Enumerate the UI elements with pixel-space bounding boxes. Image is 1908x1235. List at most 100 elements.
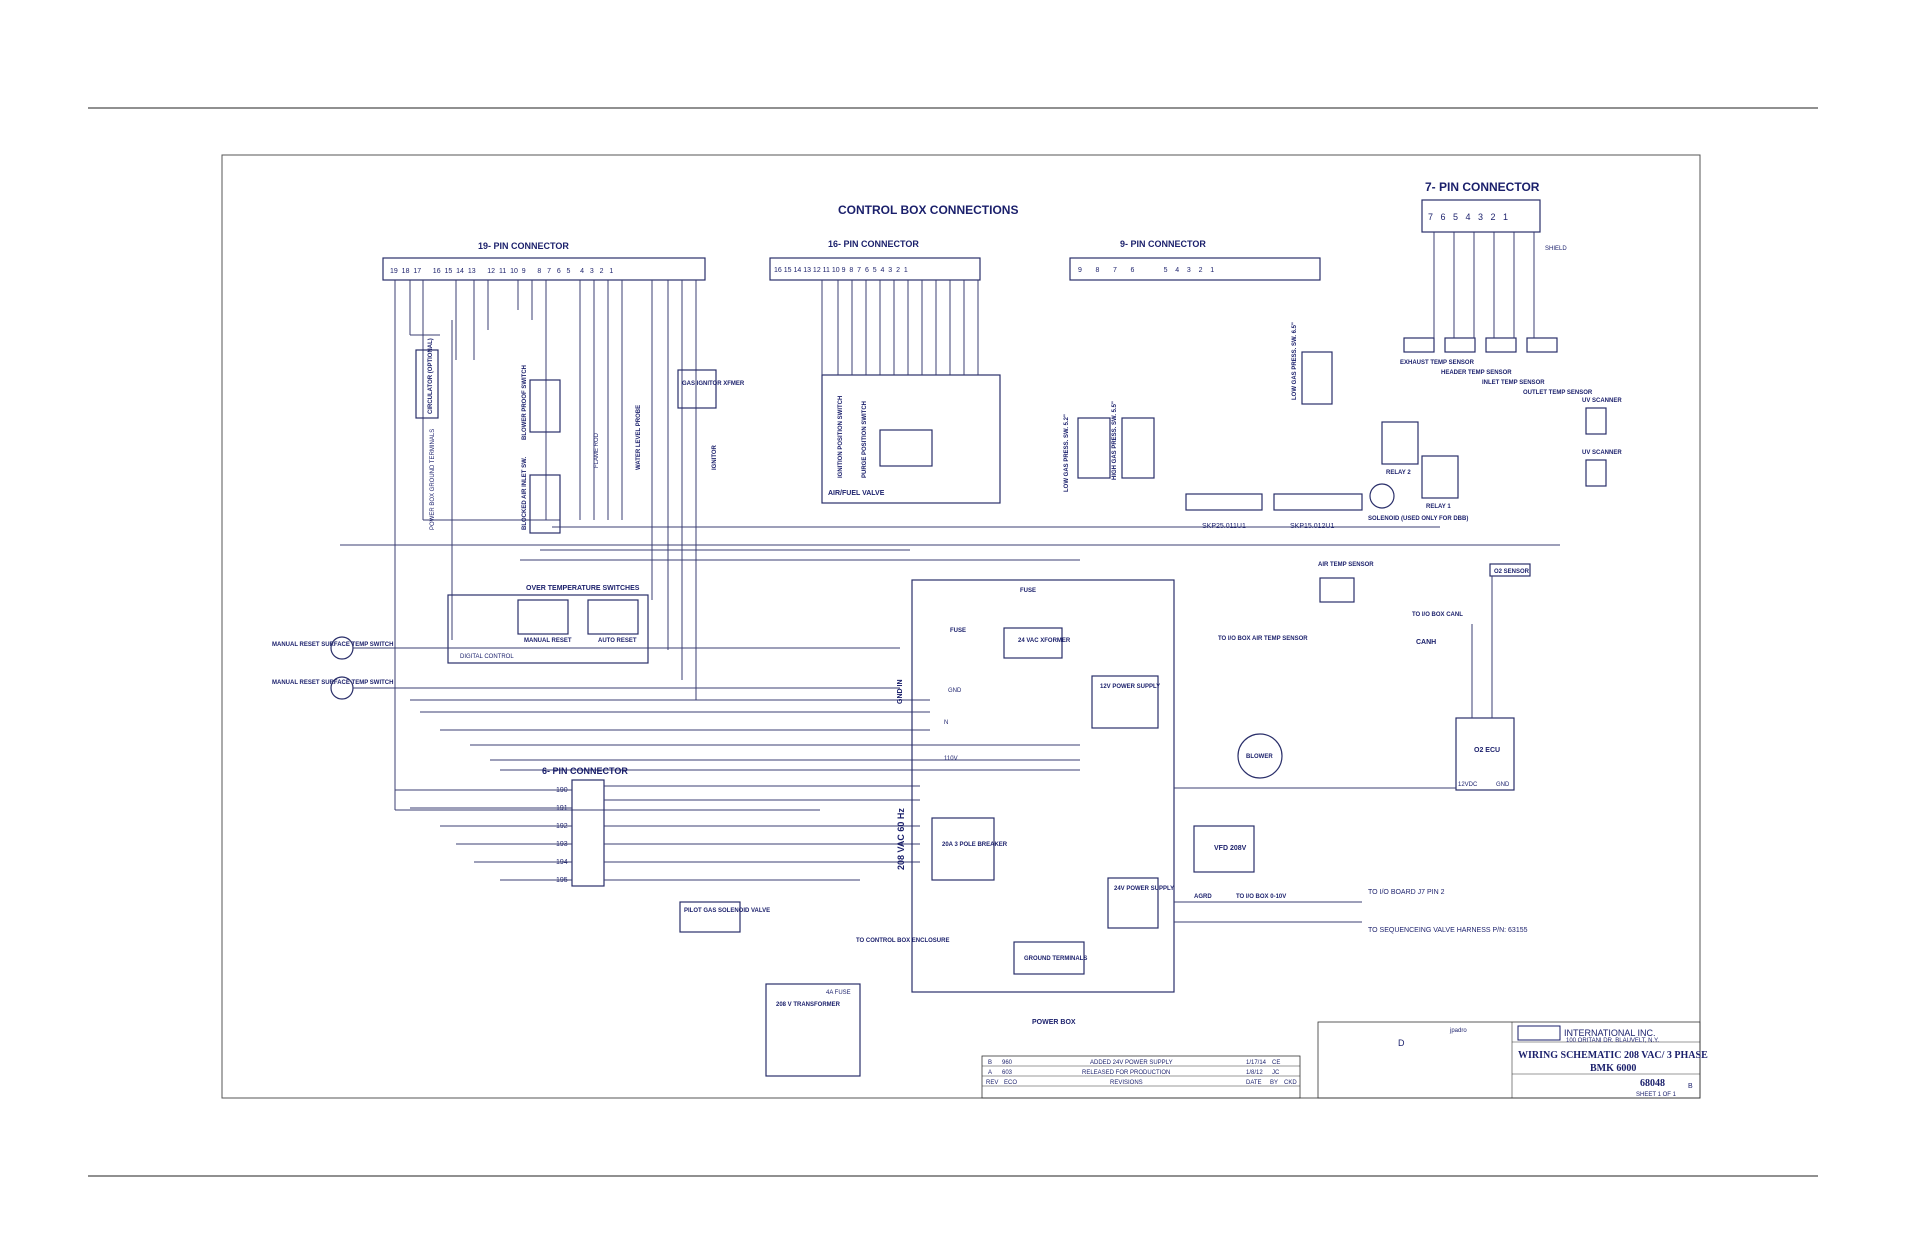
- high-gas-label: HIGH GAS PRESS. SW. 5.5": [1112, 401, 1118, 480]
- ps12-label: 12V POWER SUPPLY: [1100, 684, 1160, 690]
- model: BMK 6000: [1590, 1063, 1636, 1074]
- fuse-4a-label: 4A FUSE: [826, 990, 851, 996]
- blower-proof-label: BLOWER PROOF SWITCH: [522, 365, 528, 440]
- breaker-label: 20A 3 POLE BREAKER: [942, 842, 1008, 848]
- sensor-outlet: OUTLET TEMP SENSOR: [1523, 390, 1593, 396]
- power-supply-24v: [1107, 877, 1159, 929]
- uv-scanner2-label: UV SCANNER: [1582, 450, 1622, 456]
- drawing-frame: [221, 154, 1701, 1099]
- rev-b-desc: ADDED 24V POWER SUPPLY: [1090, 1060, 1173, 1066]
- company-name: INTERNATIONAL INC.: [1564, 1028, 1656, 1038]
- auto-reset-switch: [587, 599, 639, 635]
- flame-rod-label: FLAME ROD: [594, 432, 600, 468]
- rev-a-date: 1/8/12: [1246, 1070, 1263, 1076]
- dwg-no: 68048: [1640, 1078, 1665, 1089]
- sensor-inlet: INLET TEMP SENSOR: [1482, 380, 1545, 386]
- pilot-gas-label: PILOT GAS SOLENOID VALVE: [684, 908, 770, 914]
- power-box: [911, 579, 1175, 993]
- canh-label: CANH: [1416, 639, 1436, 646]
- skp25-label: SKP25.011U1: [1202, 523, 1246, 530]
- xformer-24-label: 24 VAC XFORMER: [1018, 638, 1071, 644]
- n-label: N: [944, 720, 948, 726]
- sheet: SHEET 1 OF 1: [1636, 1092, 1677, 1098]
- relay-1: [1421, 455, 1459, 499]
- manual-reset-label: MANUAL RESET: [524, 638, 572, 644]
- breaker-20a: [931, 817, 995, 881]
- temp-sensors: [1403, 232, 1558, 353]
- gas-ignitor-box: [677, 369, 717, 409]
- skp25-block: [1185, 493, 1263, 511]
- connector-9: [1069, 257, 1321, 281]
- shield-label: SHIELD: [1545, 246, 1567, 252]
- xformer-24vac: [1003, 627, 1063, 659]
- low-gas-switch: [1077, 417, 1111, 479]
- o2-gnd: GND: [1496, 782, 1510, 788]
- skp15-block: [1273, 493, 1363, 511]
- rev-hdr-date: DATE: [1246, 1080, 1262, 1086]
- rev-hdr-by: BY: [1270, 1080, 1278, 1086]
- vfd-208v: [1193, 825, 1255, 873]
- air-temp-sensor: [1319, 577, 1355, 603]
- to-io-canl-label: TO I/O BOX CANL: [1412, 612, 1463, 618]
- rev-b-rev: B: [988, 1060, 992, 1066]
- relay2-label: RELAY 2: [1386, 470, 1411, 476]
- air-fuel-valve-box: [821, 374, 1001, 504]
- connector-7-pins: 7 6 5 4 3 2 1: [1428, 212, 1508, 222]
- auto-reset-label: AUTO RESET: [598, 638, 637, 644]
- gnd-label: GND: [948, 688, 962, 694]
- ground-terminals-label: GROUND TERMINALS: [1024, 956, 1087, 962]
- ignitor-label: IGNITOR: [712, 444, 718, 470]
- connector-6-title: 6- PIN CONNECTOR: [542, 766, 628, 776]
- to-io-board-label: TO I/O BOARD J7 PIN 2: [1368, 889, 1445, 896]
- relay-2: [1381, 421, 1419, 465]
- vfd-label: VFD 208V: [1214, 845, 1247, 852]
- company-address: 100 ORITANI DR. BLAUVELT, N.Y.: [1566, 1038, 1659, 1044]
- o2-sensor-label: O2 SENSOR: [1494, 569, 1530, 575]
- ground-terminals: [1013, 941, 1085, 975]
- low-gas-label: LOW GAS PRESS. SW. 5.2": [1064, 414, 1070, 492]
- connector-16-pins: 16 15 14 13 12 11 10 9 8 7 6 5 4 3 2 1: [774, 267, 908, 274]
- drawing-title: WIRING SCHEMATIC 208 VAC/ 3 PHASE: [1518, 1050, 1708, 1061]
- o2-ecu: [1455, 717, 1515, 791]
- connector-9-title: 9- PIN CONNECTOR: [1120, 239, 1206, 249]
- wires-6pin: [395, 785, 920, 881]
- rev-hdr-eco: ECO: [1004, 1080, 1017, 1086]
- uv-scanner-2: [1585, 459, 1607, 487]
- connector-19: [382, 257, 706, 281]
- fuse-label-1: FUSE: [1020, 588, 1036, 594]
- rev-a-rev: A: [988, 1070, 992, 1076]
- rev-a-desc: RELEASED FOR PRODUCTION: [1082, 1070, 1170, 1076]
- gnd-in-label: GND IN: [897, 680, 904, 705]
- bus-wires: [340, 526, 1560, 811]
- rev-hdr-desc: REVISIONS: [1110, 1080, 1143, 1086]
- fuse-label-2: FUSE: [950, 628, 966, 634]
- main-title: CONTROL BOX CONNECTIONS: [838, 203, 1018, 217]
- rev-a-eco: 603: [1002, 1070, 1013, 1076]
- uv-scanner-1: [1585, 407, 1607, 435]
- solenoid-label: SOLENOID (USED ONLY FOR DBB): [1368, 516, 1468, 522]
- rev-b-eco: 960: [1002, 1060, 1013, 1066]
- wires-16: [821, 280, 979, 375]
- over-temp-label: OVER TEMPERATURE SWITCHES: [526, 585, 640, 592]
- title-block: [1317, 1021, 1701, 1099]
- o2-ecu-label: O2 ECU: [1474, 747, 1500, 754]
- sensor-header: HEADER TEMP SENSOR: [1441, 370, 1512, 376]
- connector-7: [1421, 199, 1541, 233]
- uv-scanner1-label: UV SCANNER: [1582, 398, 1622, 404]
- air-fuel-label: AIR/FUEL VALVE: [828, 490, 885, 497]
- connector-19-pins: 19 18 17 16 15 14 13 12 11 10 9 8 7 6 5 …: [390, 268, 613, 275]
- power-supply-12v: [1091, 675, 1159, 729]
- blower-motor: [1237, 733, 1283, 779]
- air-fuel-motor: [879, 429, 933, 467]
- to-seq-label: TO SEQUENCEING VALVE HARNESS P/N: 63155: [1368, 927, 1528, 934]
- low-gas2-switch: [1301, 351, 1333, 405]
- rev-a-by: JC: [1272, 1070, 1280, 1076]
- connector-16-title: 16- PIN CONNECTOR: [828, 239, 919, 249]
- pilot-gas-valve: [679, 901, 741, 933]
- rev-hdr-rev: REV: [986, 1080, 998, 1086]
- connector-6: [571, 779, 605, 887]
- digital-control-label: DIGITAL CONTROL: [460, 654, 514, 660]
- low-gas2-label: LOW GAS PRESS. SW. 6.5": [1292, 322, 1298, 400]
- drawn-by: jpadro: [1449, 1028, 1467, 1034]
